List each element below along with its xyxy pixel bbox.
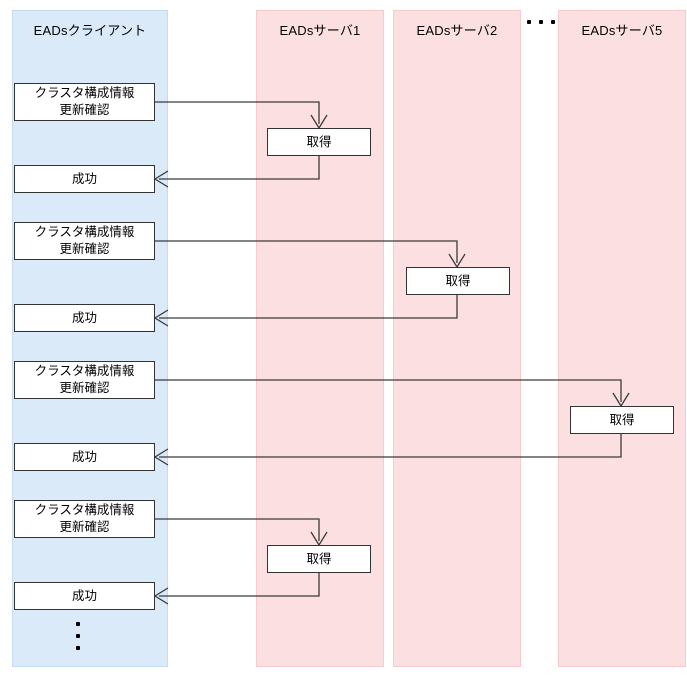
action-box-1: 取得 — [267, 128, 371, 156]
lane-header-server2: EADsサーバ2 — [416, 22, 498, 38]
vertical-ellipsis-dot — [76, 646, 80, 650]
lane-header-client: EADsクライアント — [33, 22, 147, 38]
request-box-4: クラスタ構成情報 更新確認 — [14, 500, 155, 538]
horizontal-ellipsis-dot — [527, 20, 531, 24]
action-box-2: 取得 — [406, 267, 510, 295]
request-box-1: クラスタ構成情報 更新確認 — [14, 83, 155, 121]
response-box-1: 成功 — [14, 165, 155, 193]
request-box-2: クラスタ構成情報 更新確認 — [14, 222, 155, 260]
action-box-4: 取得 — [267, 545, 371, 573]
vertical-ellipsis-icon — [76, 622, 80, 650]
lifeline-lane-server2 — [393, 10, 521, 667]
response-box-2: 成功 — [14, 304, 155, 332]
vertical-ellipsis-dot — [76, 634, 80, 638]
connector-request-3 — [155, 379, 622, 402]
response-box-4: 成功 — [14, 582, 155, 610]
horizontal-ellipsis-dot — [539, 20, 543, 24]
horizontal-ellipsis-dot — [551, 20, 555, 24]
lane-header-server1: EADsサーバ1 — [279, 22, 361, 38]
vertical-ellipsis-dot — [76, 622, 80, 626]
action-box-3: 取得 — [570, 406, 674, 434]
request-box-3: クラスタ構成情報 更新確認 — [14, 361, 155, 399]
horizontal-ellipsis-icon — [527, 20, 555, 24]
response-box-3: 成功 — [14, 443, 155, 471]
lane-header-server5: EADsサーバ5 — [581, 22, 663, 38]
connector-response-3 — [159, 434, 622, 458]
lifeline-lane-server5 — [558, 10, 686, 667]
